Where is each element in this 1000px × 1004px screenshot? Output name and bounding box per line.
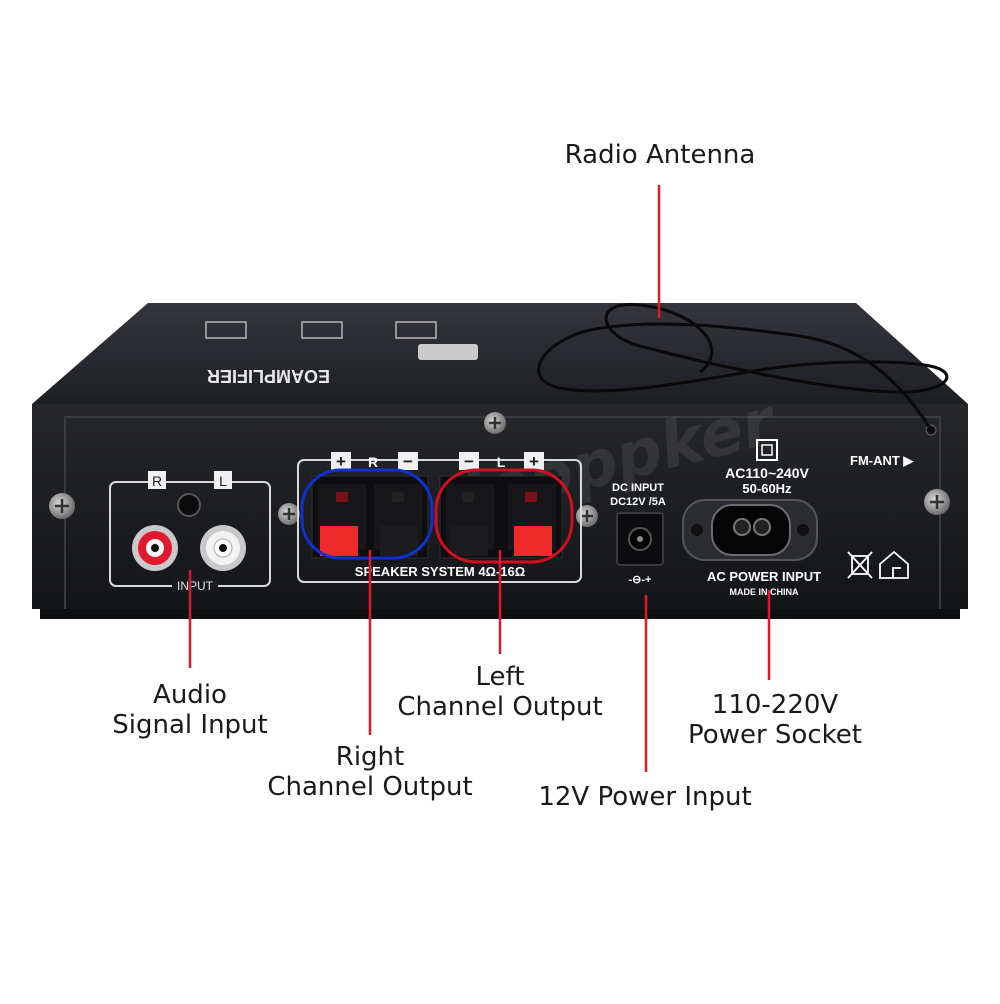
panel-screws — [49, 412, 950, 527]
svg-text:L: L — [497, 454, 506, 470]
left-channel-highlight — [434, 468, 574, 564]
svg-text:-⊖-+: -⊖-+ — [629, 574, 652, 586]
svg-text:DC INPUT: DC INPUT — [612, 482, 664, 494]
chassis-top — [32, 303, 968, 404]
svg-text:AC POWER INPUT: AC POWER INPUT — [707, 569, 821, 584]
callout-dc-input: 12V Power Input — [538, 782, 752, 812]
svg-text:−: − — [403, 452, 413, 471]
svg-text:+: + — [529, 452, 539, 471]
top-badges — [205, 321, 478, 360]
callout-antenna: Radio Antenna — [564, 140, 756, 170]
svg-text:50-60Hz: 50-60Hz — [742, 481, 792, 496]
top-label: EOAMPLIFIER — [207, 366, 330, 386]
right-plus-terminal[interactable] — [320, 526, 358, 556]
svg-text:INPUT: INPUT — [177, 579, 214, 593]
right-minus-terminal[interactable] — [380, 526, 418, 556]
callout-lines — [188, 185, 771, 772]
antenna-wire — [537, 303, 949, 431]
left-plus-terminal[interactable] — [514, 526, 552, 556]
fm-ant-label: FM-ANT ▶ — [850, 453, 914, 468]
svg-text:R: R — [368, 454, 378, 470]
svg-text:SPEAKER SYSTEM 4Ω-16Ω: SPEAKER SYSTEM 4Ω-16Ω — [355, 564, 525, 579]
speaker-terminal-section: + R − − L + SP — [297, 452, 582, 583]
callout-left-output: Left Channel Output — [397, 662, 603, 722]
svg-text:AC110~240V: AC110~240V — [725, 465, 809, 481]
svg-text:DC12V /5A: DC12V /5A — [610, 496, 666, 508]
svg-text:L: L — [219, 473, 227, 489]
callout-right-output: Right Channel Output — [267, 742, 473, 802]
indoor-use-icon — [879, 550, 909, 579]
svg-text:MADE IN CHINA: MADE IN CHINA — [730, 587, 799, 597]
svg-text:R: R — [152, 473, 162, 489]
rca-input-section: R L INPUT — [109, 471, 271, 593]
callout-audio-input: Audio Signal Input — [112, 680, 268, 740]
dc-input-section: DC INPUT DC12V /5A -⊖-+ — [610, 482, 666, 586]
right-channel-highlight — [300, 468, 434, 560]
callout-power-socket: 110-220V Power Socket — [688, 690, 862, 750]
ac-socket[interactable] — [711, 504, 791, 556]
left-minus-terminal[interactable] — [450, 526, 488, 556]
svg-text:−: − — [464, 452, 474, 471]
weee-symbol-icon — [847, 551, 873, 579]
ac-input-section: AC110~240V 50-60Hz AC POWER INPUT MADE I… — [682, 439, 909, 597]
svg-text:+: + — [336, 452, 346, 471]
